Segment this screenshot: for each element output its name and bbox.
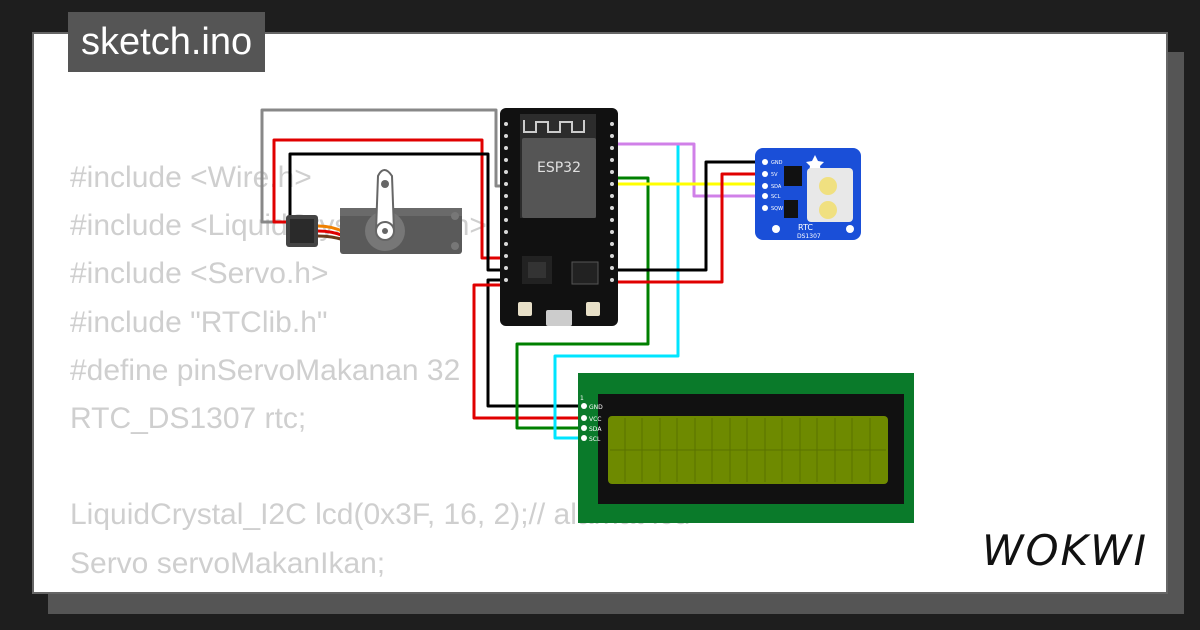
rtc-pin-sqw: SQW <box>771 206 783 212</box>
code-line: #include <Wire.h> <box>70 161 312 194</box>
code-line: #include "RTClib.h" <box>70 305 328 339</box>
code-line: #include <Servo.h> <box>70 257 329 291</box>
code-line: Servo servoMakanIkan; <box>70 546 386 580</box>
rtc-model: DS1307 <box>797 233 821 240</box>
sketch-title: sketch.ino <box>68 12 266 72</box>
wire-black-lcd <box>486 278 584 408</box>
lcd-pin-scl: SCL <box>589 436 601 443</box>
esp32-label: ESP32 <box>537 160 581 176</box>
lcd-pin-number: 1 <box>580 395 584 402</box>
servo-motor[interactable] <box>286 169 462 254</box>
star-logo-icon <box>806 155 824 172</box>
lcd-pin-sda: SDA <box>589 426 602 433</box>
wire-red-servo <box>272 138 508 260</box>
code-preview: #include <Wire.h> #include <LiquidCrysta… <box>70 154 690 588</box>
rtc-label: RTC <box>798 223 813 232</box>
wire-red-lcd <box>472 283 584 420</box>
lcd-pin-vcc: VCC <box>589 416 601 423</box>
wire-green-lcd <box>515 176 650 430</box>
rtc-pin-sda: SDA <box>771 184 782 190</box>
rtc-pin-scl: SCL <box>771 194 781 200</box>
rtc-pin-gnd: GND <box>771 160 783 166</box>
lcd-display[interactable]: 1 GND VCC SDA SCL <box>578 373 914 523</box>
wire-black-rtc <box>612 160 765 272</box>
wokwi-logo: WOKWI <box>981 526 1148 575</box>
code-line: LiquidCrystal_I2C lcd(0x3F, 16, 2);// al… <box>70 498 691 532</box>
esp32-board[interactable]: ESP32 <box>500 108 618 326</box>
wire-red-rtc <box>612 172 765 284</box>
wire-gray <box>260 108 508 224</box>
code-line: RTC_DS1307 rtc; <box>70 401 307 435</box>
rtc-pin-5v: 5V <box>771 172 778 178</box>
wire-violet-rtc <box>612 142 765 198</box>
rtc-module[interactable]: GND 5V SDA SCL SQW RTC DS1307 <box>755 148 861 240</box>
code-line: #define pinServoMakanan 32 <box>70 353 461 387</box>
lcd-pin-gnd: GND <box>589 404 603 411</box>
